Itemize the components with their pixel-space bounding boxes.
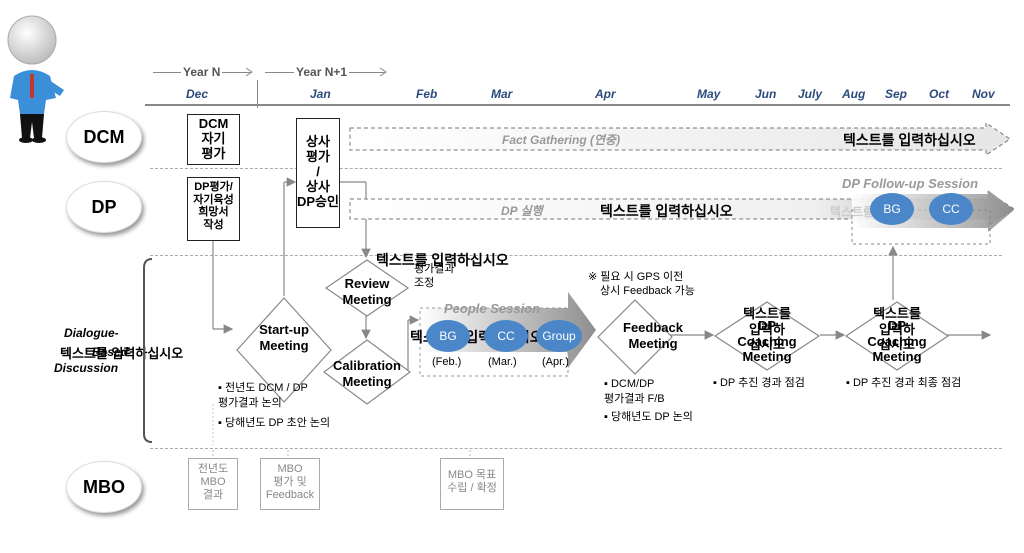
startup-bullet-2: ▪ 당해년도 DP 초안 논의 bbox=[218, 417, 331, 429]
row-separator bbox=[150, 168, 1002, 169]
review-placeholder: 텍스트를 입력하십시오 bbox=[376, 252, 509, 268]
followup-cc-label: CC bbox=[942, 202, 960, 216]
dp-coaching-2-bullet: ▪ DP 추진 경과 최종 점검 bbox=[846, 377, 962, 389]
row-label-dp: DP bbox=[91, 196, 117, 217]
people-bg-bubble: BG bbox=[426, 320, 470, 352]
mbo-eval-feedback-box: MBO 평가 및 Feedback bbox=[260, 458, 320, 510]
dialogue-bracket bbox=[143, 258, 153, 443]
people-feb-label: (Feb.) bbox=[432, 356, 462, 368]
month-label: Aug bbox=[842, 87, 866, 101]
people-cc-label: CC bbox=[497, 329, 515, 343]
month-label: Oct bbox=[929, 87, 950, 101]
review-diamond bbox=[324, 259, 410, 317]
dialogue-label-3: Discussion bbox=[54, 361, 119, 375]
month-label: May bbox=[697, 87, 721, 101]
people-mar-label: (Mar.) bbox=[488, 356, 517, 368]
row-separator bbox=[150, 448, 1002, 449]
feedback-meeting-label: Feedback Meeting bbox=[623, 320, 683, 351]
year-arrowheads bbox=[245, 67, 387, 77]
fact-gathering-arrow bbox=[349, 122, 1011, 156]
people-apr-label: (Apr.) bbox=[542, 356, 569, 368]
dialogue-label-overlap: 텍스트를 입력하십시오 bbox=[60, 346, 184, 361]
calibration-meeting-label: Calibration Meeting bbox=[333, 358, 401, 389]
dp-coaching-1-label: DP Coaching Meeting bbox=[737, 318, 797, 365]
dcm-self-eval-box: DCM 자기 평가 bbox=[187, 114, 240, 165]
dp-coaching-1-bullet: ▪ DP 추진 경과 점검 bbox=[713, 377, 805, 389]
startup-meeting-label: Start-up Meeting bbox=[259, 322, 309, 353]
timeline-axis bbox=[145, 104, 1010, 106]
month-label: Jan bbox=[310, 87, 331, 101]
followup-cc-bubble: CC bbox=[929, 193, 973, 225]
month-label: July bbox=[798, 87, 823, 101]
row-oval-dp: DP bbox=[66, 181, 142, 233]
year-n-label: Year N bbox=[181, 65, 223, 79]
dp-coaching-1-diamond bbox=[713, 301, 821, 371]
dialogue-label-2: Based bbox=[92, 345, 129, 359]
month-label: Mar bbox=[491, 87, 513, 101]
boss-eval-approval-box: 상사 평가 / 상사 DP승인 bbox=[296, 118, 340, 228]
dcm-placeholder-text: 텍스트를 입력하십시오 bbox=[843, 132, 976, 148]
dp-coaching-1-overlap: 텍스트를 입력하 십시오 bbox=[743, 306, 791, 353]
month-label: Feb bbox=[416, 87, 438, 101]
person-icon bbox=[7, 15, 64, 143]
startup-bullet-1: ▪ 전년도 DCM / DP 평가결과 논의 bbox=[218, 382, 308, 409]
dp-coaching-2-overlap: 텍스트를 입력하 십시오 bbox=[873, 306, 921, 353]
gps-note-1: ※ 필요 시 GPS 이전 bbox=[588, 271, 684, 283]
month-label: Apr bbox=[595, 87, 616, 101]
dp-followup-title: DP Follow-up Session bbox=[842, 176, 979, 191]
row-oval-mbo: MBO bbox=[66, 461, 142, 513]
followup-bg-bubble: BG bbox=[870, 193, 914, 225]
people-group-bubble: Group bbox=[536, 320, 582, 352]
fact-gathering-label: Fact Gathering (연중) bbox=[502, 133, 621, 147]
review-note: 평가결과 조정 bbox=[414, 263, 455, 290]
year-divider bbox=[257, 80, 258, 108]
mbo-goal-setting-box: MBO 목표 수립 / 확정 bbox=[440, 458, 504, 510]
month-label: Nov bbox=[972, 87, 995, 101]
gps-note-2: 상시 Feedback 가능 bbox=[600, 285, 695, 297]
people-group-label: Group bbox=[542, 329, 576, 343]
row-label-mbo: MBO bbox=[83, 476, 125, 497]
row-separator bbox=[150, 255, 1002, 256]
row-label-dcm: DCM bbox=[83, 126, 125, 147]
people-bg-label: BG bbox=[439, 329, 457, 343]
feedback-bullet-1: ▪ DCM/DP 평가결과 F/B bbox=[604, 378, 665, 405]
feedback-diamond bbox=[597, 299, 673, 375]
people-cc-bubble: CC bbox=[484, 320, 528, 352]
people-session-title: People Session bbox=[444, 301, 541, 316]
dp-execution-label: DP 실행 bbox=[501, 204, 543, 218]
calibration-diamond bbox=[322, 339, 412, 405]
month-label: Sep bbox=[885, 87, 908, 101]
row-oval-dcm: DCM bbox=[66, 111, 142, 163]
followup-bg-label: BG bbox=[883, 202, 901, 216]
mbo-prev-result-box: 전년도 MBO 결과 bbox=[188, 458, 238, 510]
month-label: Dec bbox=[186, 87, 209, 101]
dp-placeholder-text: 텍스트를 입력하십시오 bbox=[600, 203, 733, 219]
startup-diamond bbox=[236, 297, 332, 403]
dialogue-label-1: Dialogue- bbox=[64, 326, 119, 340]
dp-self-development-box: DP평가/ 자기육성 희망서 작성 bbox=[187, 177, 240, 241]
review-meeting-label: Review Meeting bbox=[342, 276, 392, 307]
month-label: Jun bbox=[755, 87, 777, 101]
dp-coaching-2-diamond bbox=[844, 301, 950, 371]
year-n1-label: Year N+1 bbox=[294, 65, 350, 79]
dp-coaching-2-label: DP Coaching Meeting bbox=[867, 318, 927, 365]
feedback-bullet-2: ▪ 당해년도 DP 논의 bbox=[604, 411, 693, 423]
